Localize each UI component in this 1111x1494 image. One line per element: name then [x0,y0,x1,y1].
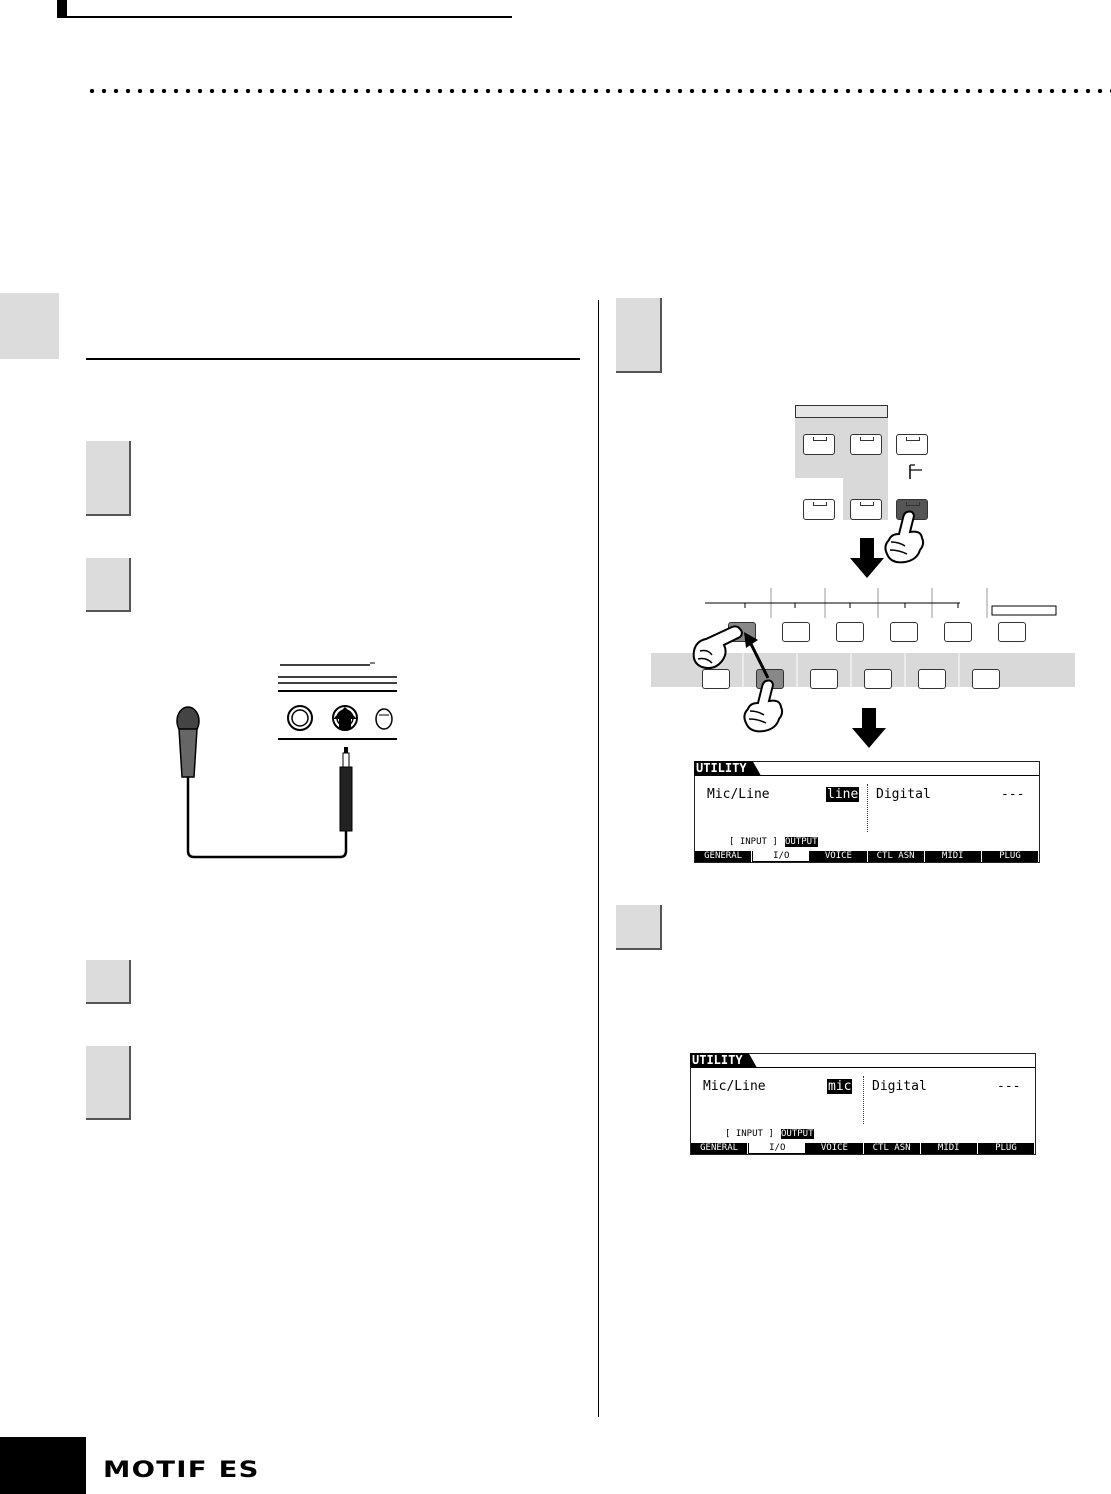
mic-line-value[interactable]: line [826,787,860,802]
down-arrow-icon [852,708,886,748]
input-subtab[interactable]: [ INPUT ] [725,1129,774,1139]
step-box-1 [86,441,131,516]
pointing-hand-icon [884,510,925,564]
lcd-tab-rule [691,1067,1035,1068]
lcd-divider [863,1076,864,1124]
pointing-hand-icon [743,679,784,733]
lcd-mode-tab: UTILITY [690,1053,757,1067]
step-box-6 [616,905,662,950]
digital-label: Digital [876,787,931,802]
sub-button-sf1[interactable] [702,669,730,689]
menu-general[interactable]: GENERAL [695,851,753,862]
sub-button-sf3[interactable] [810,669,838,689]
lcd-screen-line: UTILITY Mic/Line line Digital --- [ INPU… [694,761,1040,863]
footer-brand: MOTIF ES [103,1458,260,1483]
down-arrow-icon [850,538,884,578]
column-divider [598,300,599,1417]
function-button-f2[interactable] [782,622,810,642]
chapter-tab [0,293,59,359]
menu-voice[interactable]: VOICE [806,1143,864,1154]
pointing-hand-icon [692,625,743,670]
mic-connection-illustration [176,662,397,859]
output-subtab[interactable]: OUTPUT [785,837,818,847]
sub-button-sf4[interactable] [864,669,892,689]
dotted-separator [86,88,1111,94]
mode-button[interactable] [850,434,882,455]
mode-button[interactable] [803,499,835,520]
up-diagonal-arrow-icon [744,632,770,679]
step-box-4 [86,1046,131,1120]
mode-panel-label-bar [795,405,888,418]
sub-button-sf6[interactable] [972,669,1000,689]
menu-plug[interactable]: PLUG [982,851,1040,862]
sub-button-sf5[interactable] [918,669,946,689]
menu-io[interactable]: I/O [748,1143,807,1154]
menu-plug[interactable]: PLUG [978,1143,1036,1154]
step-box-5 [616,298,662,373]
menu-voice[interactable]: VOICE [810,851,868,862]
rear-panel [278,662,397,740]
menu-midi[interactable]: MIDI [925,851,982,862]
mode-button[interactable] [803,434,835,455]
function-button-f6[interactable] [998,622,1026,642]
step-box-3 [86,960,131,1004]
step-box-2 [86,558,131,612]
lcd-menu-bar: GENERAL I/O VOICE CTL ASN MIDI PLUG [691,1143,1036,1154]
function-button-f5[interactable] [944,622,972,642]
lcd-menu-bar: GENERAL I/O VOICE CTL ASN MIDI PLUG [695,851,1040,862]
lcd-tab-rule [695,775,1039,776]
mic-line-value[interactable]: mic [827,1079,853,1094]
mic-line-label: Mic/Line [703,1079,766,1094]
digital-value: --- [997,1079,1021,1094]
up-arrow-icon [333,707,357,729]
phone-jack-plug-icon [339,747,353,832]
menu-ctl-asn[interactable]: CTL ASN [868,851,925,862]
menu-midi[interactable]: MIDI [921,1143,978,1154]
mic-line-label: Mic/Line [707,787,770,802]
sub-function-dividers [742,653,960,687]
mode-button[interactable] [896,434,928,455]
header-marker [57,0,67,18]
menu-ctl-asn[interactable]: CTL ASN [864,1143,921,1154]
menu-general[interactable]: GENERAL [691,1143,749,1154]
menu-io[interactable]: I/O [752,851,811,862]
microphone-icon [176,706,200,778]
page-number-block [0,1437,86,1494]
digital-value: --- [1001,787,1025,802]
function-key-brackets [705,588,1057,618]
mode-button[interactable] [850,499,882,520]
function-button-f4[interactable] [890,622,918,642]
function-button-f3[interactable] [836,622,864,642]
output-subtab[interactable]: OUTPUT [781,1129,814,1139]
section-heading-rule [86,358,580,360]
input-subtab[interactable]: [ INPUT ] [729,837,778,847]
lcd-mode-tab: UTILITY [694,761,761,775]
lcd-screen-mic: UTILITY Mic/Line mic Digital --- [ INPUT… [690,1053,1036,1155]
header-rule [57,16,512,18]
digital-label: Digital [872,1079,927,1094]
mic-cable [186,777,348,859]
lcd-divider [867,784,868,832]
shift-symbol-icon [909,464,922,479]
